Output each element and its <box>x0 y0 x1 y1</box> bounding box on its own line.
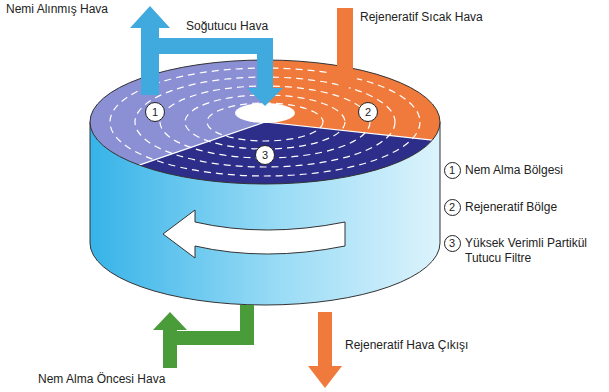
callout-circle: 2 <box>444 199 461 216</box>
cooling-air-label: Soğutucu Hava <box>186 19 268 34</box>
sector-dividers <box>139 60 432 165</box>
callout-circle: 2 <box>358 102 378 122</box>
callout-circle: 1 <box>444 162 461 179</box>
callout-number: 2 <box>449 202 455 213</box>
callout-circle: 3 <box>444 235 461 252</box>
callout-number: 3 <box>449 238 455 249</box>
callout-number: 1 <box>449 165 455 176</box>
rotation-arrow <box>163 210 345 258</box>
callout-number: 3 <box>262 150 268 161</box>
inlet-air-arrow <box>153 305 254 368</box>
legend-text: Yüksek Verimli Partikül Tutucu Filtre <box>465 236 605 266</box>
exhaust-air-label: Rejeneratif Hava Çıkışı <box>345 338 468 353</box>
callout-circle: 3 <box>255 145 275 165</box>
hot-air-label: Rejeneratif Sıcak Hava <box>360 10 483 25</box>
callout-circle: 1 <box>145 102 165 122</box>
inlet-air-label: Nem Alma Öncesi Hava <box>38 372 165 387</box>
legend-text: Nem Alma Bölgesi <box>465 163 563 178</box>
dried-air-arrow <box>130 6 283 106</box>
callout-number: 1 <box>152 107 158 118</box>
callout-number: 2 <box>365 107 371 118</box>
legend-text: Rejeneratif Bölge <box>465 200 557 215</box>
hot-air-arrow <box>327 8 363 92</box>
outlet-air-label: Nemi Alınmış Hava <box>6 2 108 17</box>
regen-exhaust-arrow <box>308 312 342 388</box>
